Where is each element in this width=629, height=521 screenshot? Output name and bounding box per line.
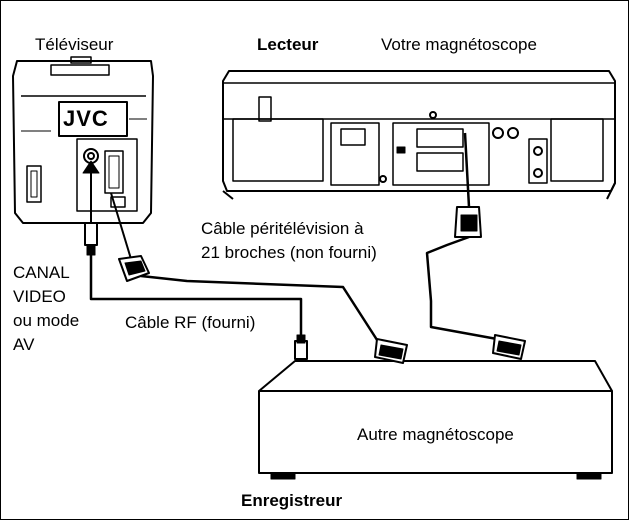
rf-cable-label: Câble RF (fourni) (125, 313, 256, 332)
tv-rear-illustration (12, 56, 154, 224)
other-vcr-label: Autre magnétoscope (357, 425, 514, 444)
other-vcr-illustration (258, 360, 613, 480)
channel-label-line3: ou mode (13, 311, 80, 330)
channel-label-line1: CANAL (13, 263, 70, 282)
scart-cable-label-line1: Câble péritélévision à (201, 219, 364, 238)
channel-label-line2: VIDEO (13, 287, 66, 306)
your-vcr-label: Votre magnétoscope (381, 35, 537, 54)
scart-cable-label-line2: 21 broches (non fourni) (201, 243, 377, 262)
channel-label-line4: AV (13, 335, 35, 354)
player-vcr-illustration (222, 70, 616, 200)
recorder-label: Enregistreur (241, 491, 343, 510)
player-label: Lecteur (257, 35, 319, 54)
tv-brand-logo: JVC (63, 106, 109, 131)
tv-label: Téléviseur (35, 35, 114, 54)
